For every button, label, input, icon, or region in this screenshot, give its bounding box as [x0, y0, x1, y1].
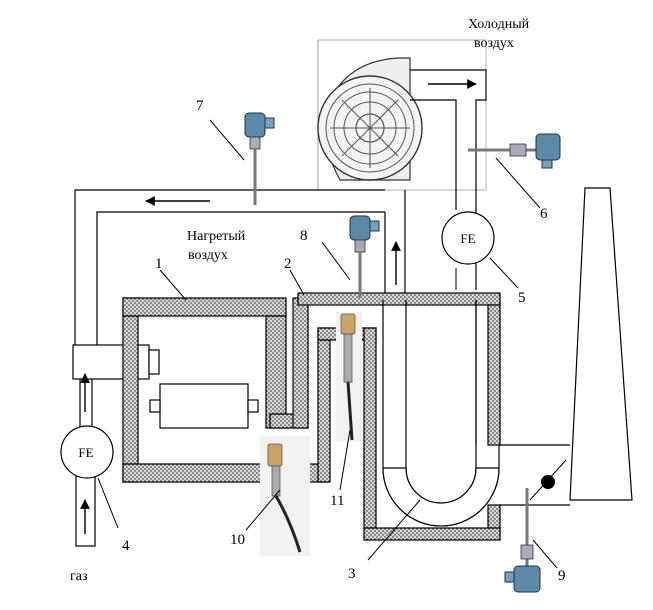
hot-air-label-line1: Нагретый: [187, 229, 246, 244]
callout-3: 3: [348, 566, 356, 582]
blower-fan: [317, 39, 487, 191]
flow-meter-right-label: FE: [460, 231, 475, 246]
callout-2: 2: [284, 256, 292, 272]
hot-air-duct: [74, 189, 406, 345]
callout-6: 6: [540, 206, 548, 222]
thermocouple-8: [349, 215, 380, 298]
thermocouple-6: [468, 133, 561, 169]
callout-5: 5: [518, 290, 526, 306]
u-tube-exchanger: [382, 300, 500, 527]
callout-7: 7: [196, 98, 204, 114]
thermocouple-7: [244, 112, 275, 205]
cold-air-duct: [410, 69, 487, 290]
furnace-walls: [122, 292, 501, 541]
flow-meter-right: FE: [441, 211, 495, 265]
flue-channel: [500, 444, 570, 506]
cold-air-label-line1: Холодный: [468, 17, 530, 32]
thermocouple-9: [504, 488, 541, 593]
callout-1: 1: [155, 256, 163, 272]
chimney: [569, 187, 633, 501]
gas-inlet: FE: [60, 373, 114, 547]
callout-9: 9: [558, 568, 566, 584]
heater-block: [149, 383, 259, 429]
callout-11: 11: [330, 493, 344, 509]
cold-air-label-line2: воздух: [474, 36, 514, 51]
callout-4: 4: [122, 538, 130, 554]
callout-8: 8: [300, 228, 308, 244]
gas-label: газ: [70, 569, 88, 584]
damper: [541, 475, 555, 489]
probe-11: [336, 312, 362, 442]
flow-meter-left: [60, 425, 114, 479]
leader-lines: [97, 119, 558, 569]
flow-meter-left-label: FE: [78, 445, 93, 460]
hot-air-label-line2: воздух: [188, 248, 228, 263]
probe-10: [260, 436, 310, 556]
burner-box: [72, 344, 160, 380]
callout-10: 10: [230, 532, 245, 548]
